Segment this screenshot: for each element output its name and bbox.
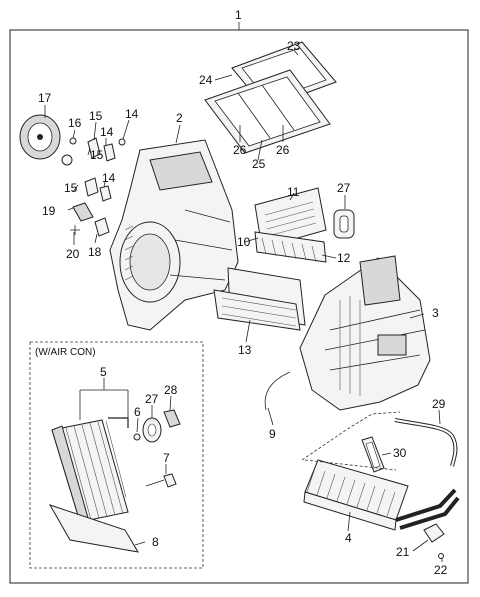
evap-small-parts	[133, 409, 181, 488]
blower-housing	[109, 139, 239, 331]
mode-door-12	[254, 231, 327, 263]
air-filter	[204, 69, 331, 154]
drain-hose	[264, 371, 291, 411]
callout-24: 24	[199, 73, 213, 87]
callout-17: 17	[38, 91, 52, 105]
callout-15b: 15	[90, 148, 104, 162]
callout-3: 3	[432, 306, 439, 320]
callout-1: 1	[235, 8, 242, 22]
callout-14c: 14	[102, 171, 116, 185]
callout-26b: 26	[276, 143, 290, 157]
callout-11: 11	[287, 185, 300, 199]
leader-lines	[44, 49, 443, 562]
callout-8: 8	[152, 535, 159, 549]
heater-core	[303, 459, 460, 531]
callout-6: 6	[134, 405, 141, 419]
callout-2: 2	[176, 111, 183, 125]
callout-23: 23	[287, 39, 301, 53]
callout-18: 18	[88, 245, 102, 259]
callout-labels: 1 23 24 26 25 26 2 17 16 15 14 14 15 14 …	[35, 8, 448, 577]
actuator-link-parts	[61, 137, 126, 237]
callout-4: 4	[345, 531, 352, 545]
callout-27b: 27	[145, 392, 159, 406]
seal-27-top	[333, 209, 355, 239]
callout-21: 21	[396, 545, 410, 559]
heater-case	[299, 255, 431, 411]
callout-25: 25	[252, 157, 266, 171]
callout-9: 9	[269, 427, 276, 441]
callout-19: 19	[42, 204, 56, 218]
callout-28: 28	[164, 383, 178, 397]
callout-14a: 14	[125, 107, 139, 121]
gasket-30	[361, 436, 385, 473]
callout-15c: 15	[64, 181, 78, 195]
callout-30: 30	[393, 446, 407, 460]
callout-12: 12	[337, 251, 351, 265]
callout-13: 13	[238, 343, 252, 357]
callout-15a: 15	[89, 109, 103, 123]
drain-tray-8	[48, 504, 139, 553]
clamp-21	[423, 523, 445, 543]
evaporator-core	[51, 417, 129, 523]
callout-14b: 14	[100, 125, 114, 139]
callout-5: 5	[100, 365, 107, 379]
callout-26a: 26	[233, 143, 247, 157]
callout-20: 20	[66, 247, 80, 261]
callout-7: 7	[163, 451, 170, 465]
callout-10: 10	[237, 235, 251, 249]
callout-16: 16	[68, 116, 82, 130]
callout-29: 29	[432, 397, 446, 411]
callout-22: 22	[434, 563, 448, 577]
actuator-17	[19, 114, 61, 160]
door-13	[213, 267, 306, 331]
air-con-label: (W/AIR CON)	[35, 347, 96, 358]
air-con-sub-box	[29, 341, 204, 569]
callout-27a: 27	[337, 181, 351, 195]
screw-22	[438, 553, 444, 559]
